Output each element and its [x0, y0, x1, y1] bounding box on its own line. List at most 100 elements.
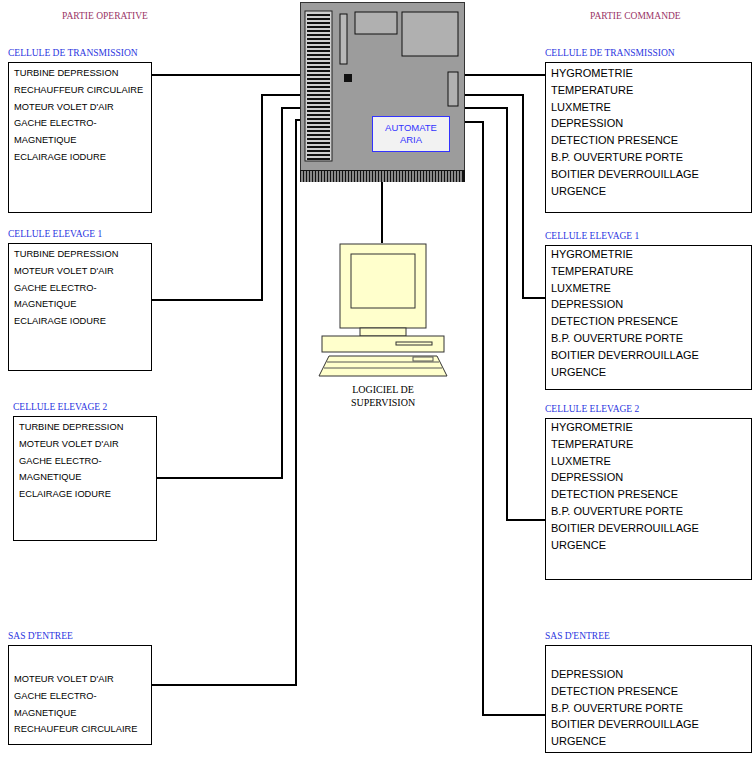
io-item: TEMPERATURE — [551, 82, 748, 99]
plc-unit: AUTOMATE ARIA — [300, 2, 465, 182]
box-frame: MOTEUR VOLET D'AIRGACHE ELECTRO- MAGNETI… — [8, 645, 152, 745]
io-item: GACHE ELECTRO- MAGNETIQUE — [14, 280, 148, 314]
pin — [422, 171, 423, 182]
pin — [458, 171, 459, 182]
pin — [335, 171, 336, 182]
plc-label: AUTOMATE ARIA — [372, 116, 450, 152]
terminal-screw — [307, 106, 330, 108]
pin — [443, 171, 444, 182]
io-box: SAS D'ENTREEMOTEUR VOLET D'AIRGACHE ELEC… — [8, 629, 152, 745]
pin — [392, 171, 393, 182]
pin — [374, 171, 375, 182]
box-frame: TURBINE DEPRESSIONMOTEUR VOLET D'AIRGACH… — [13, 416, 157, 541]
pin — [332, 171, 333, 182]
pin — [446, 171, 447, 182]
terminal-screw — [307, 50, 330, 52]
terminal-screw — [307, 54, 330, 56]
io-item: URGENCE — [551, 364, 748, 381]
terminal-screw — [307, 158, 330, 160]
terminal-screw — [307, 34, 330, 36]
io-item: MOTEUR VOLET D'AIR — [14, 99, 148, 116]
pin — [326, 171, 327, 182]
io-box: CELLULE ELEVAGE 1HYGROMETRIETEMPERATUREL… — [545, 229, 752, 390]
cell-heading: CELLULE DE TRANSMISSION — [8, 46, 152, 60]
part-heading: PARTIE OPERATIVE — [62, 10, 148, 22]
module-slot — [340, 14, 347, 64]
computer-label: LOGICIEL DE SUPERVISION — [318, 383, 448, 409]
terminal-screw — [307, 70, 330, 72]
keyboard — [319, 356, 447, 376]
io-item: DETECTION PRESENCE — [551, 486, 748, 503]
pin — [320, 171, 321, 182]
pin — [413, 171, 414, 182]
terminal-screw — [307, 154, 330, 156]
terminal-screw — [307, 130, 330, 132]
wire — [152, 74, 300, 76]
terminal-screw — [307, 94, 330, 96]
pin-strip — [300, 170, 465, 182]
io-item: RECHAUFFEUR CIRCULAIRE — [14, 82, 148, 99]
pin — [389, 171, 390, 182]
io-item: RECHAUFEUR CIRCULAIRE — [14, 721, 148, 738]
pin — [377, 171, 378, 182]
pin — [404, 171, 405, 182]
box-frame: HYGROMETRIETEMPERATURELUXMETREDEPRESSION… — [545, 418, 752, 580]
system-unit — [322, 336, 444, 352]
io-item: DEPRESSION — [551, 296, 748, 313]
pin — [461, 171, 462, 182]
io-item: GACHE ELECTRO- MAGNETIQUE — [19, 453, 153, 487]
computer-illustration — [318, 243, 448, 379]
pin — [455, 171, 456, 182]
terminal-screw — [307, 138, 330, 140]
io-item: ECLAIRAGE IODURE — [14, 149, 148, 166]
pin — [314, 171, 315, 182]
connector-port — [448, 72, 458, 106]
pin — [440, 171, 441, 182]
pin — [416, 171, 417, 182]
pin — [350, 171, 351, 182]
pin — [407, 171, 408, 182]
pin — [344, 171, 345, 182]
pin — [311, 171, 312, 182]
io-item: BOITIER DEVERROUILLAGE — [551, 520, 748, 537]
terminal-screw — [307, 18, 330, 20]
terminal-screw — [307, 26, 330, 28]
terminal-screw — [307, 38, 330, 40]
pin — [431, 171, 432, 182]
io-item: DEPRESSION — [551, 666, 748, 683]
pin — [452, 171, 453, 182]
monitor-stand — [360, 328, 406, 336]
pin — [356, 171, 357, 182]
terminal-screw — [307, 122, 330, 124]
terminal-screw — [307, 58, 330, 60]
io-item: DETECTION PRESENCE — [551, 132, 748, 149]
io-item: B.P. OUVERTURE PORTE — [551, 700, 748, 717]
terminal-screw — [307, 126, 330, 128]
io-item: HYGROMETRIE — [551, 65, 748, 82]
pin — [398, 171, 399, 182]
pin — [428, 171, 429, 182]
box-frame: HYGROMETRIETEMPERATURELUXMETREDEPRESSION… — [545, 62, 752, 213]
io-item: DEPRESSION — [551, 469, 748, 486]
keyboard-pad — [413, 357, 433, 361]
pin — [437, 171, 438, 182]
wire — [465, 108, 545, 520]
terminal-screw — [307, 142, 330, 144]
pin — [338, 171, 339, 182]
terminal-screw — [307, 66, 330, 68]
terminal-screw — [307, 90, 330, 92]
io-box: CELLULE ELEVAGE 1TURBINE DEPRESSIONMOTEU… — [8, 227, 152, 371]
io-item: URGENCE — [551, 733, 748, 750]
io-item: URGENCE — [551, 183, 748, 200]
part-heading: PARTIE COMMANDE — [590, 10, 681, 22]
box-frame: TURBINE DEPRESSIONMOTEUR VOLET D'AIRGACH… — [8, 243, 152, 371]
io-item: LUXMETRE — [551, 99, 748, 116]
io-item: MOTEUR VOLET D'AIR — [19, 436, 153, 453]
io-box: CELLULE DE TRANSMISSIONTURBINE DEPRESSIO… — [8, 46, 152, 213]
io-item: MOTEUR VOLET D'AIR — [14, 263, 148, 280]
terminal-screw — [307, 102, 330, 104]
pin — [383, 171, 384, 182]
terminal-screw — [307, 110, 330, 112]
terminal-block — [305, 11, 332, 161]
